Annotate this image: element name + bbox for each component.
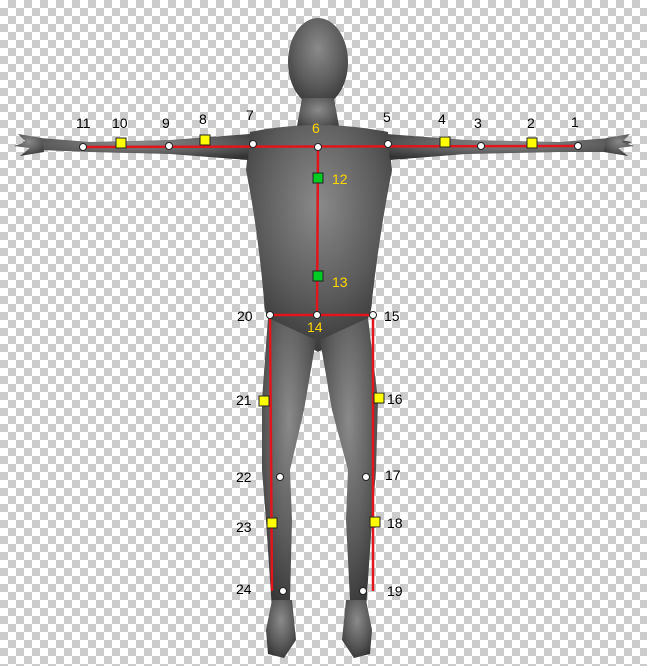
joint-1-joint xyxy=(575,143,582,150)
joint-13-green-marker xyxy=(313,271,323,281)
joint-17-joint xyxy=(363,474,370,481)
joint-label-22: 22 xyxy=(236,469,252,485)
joint-2-yellow-marker xyxy=(527,138,537,148)
joint-label-21: 21 xyxy=(236,392,252,408)
joint-21-yellow-marker xyxy=(259,396,269,406)
right-leg xyxy=(320,318,378,610)
joint-3-joint xyxy=(478,143,485,150)
joint-12-green-marker xyxy=(313,173,323,183)
joint-22-joint xyxy=(277,474,284,481)
left-hand xyxy=(14,134,44,156)
bone-6-14 xyxy=(317,147,318,315)
joint-label-8: 8 xyxy=(199,111,207,127)
joint-label-12: 12 xyxy=(332,171,348,187)
bone-11-1 xyxy=(83,146,578,147)
joint-label-11: 11 xyxy=(76,115,91,131)
joint-24-joint xyxy=(280,588,287,595)
joint-label-3: 3 xyxy=(474,115,482,131)
joint-label-10: 10 xyxy=(112,115,128,131)
joint-label-17: 17 xyxy=(385,467,401,483)
joint-16-yellow-marker xyxy=(374,393,384,403)
joint-label-13: 13 xyxy=(332,274,348,290)
joint-label-9: 9 xyxy=(162,115,170,131)
joint-6-joint xyxy=(315,144,322,151)
joint-label-14: 14 xyxy=(307,319,323,335)
human-body-figure xyxy=(14,18,634,658)
joint-label-16: 16 xyxy=(387,391,403,407)
joint-4-yellow-marker xyxy=(440,137,450,147)
joint-19-joint xyxy=(360,588,367,595)
joint-20-joint xyxy=(267,312,274,319)
right-hand xyxy=(604,134,634,156)
head xyxy=(288,18,348,106)
joint-11-joint xyxy=(80,144,87,151)
joint-10-yellow-marker xyxy=(116,138,126,148)
joint-15-joint xyxy=(370,312,377,319)
joint-5-joint xyxy=(385,141,392,148)
joint-label-7: 7 xyxy=(246,107,254,123)
joint-label-5: 5 xyxy=(383,109,391,125)
right-foot xyxy=(342,600,372,658)
joint-14-joint xyxy=(314,312,321,319)
joint-7-joint xyxy=(250,141,257,148)
left-foot xyxy=(266,600,296,658)
joint-label-15: 15 xyxy=(384,308,400,324)
joint-label-23: 23 xyxy=(236,519,252,535)
joint-label-2: 2 xyxy=(527,115,535,131)
joint-label-6: 6 xyxy=(312,120,320,136)
joint-label-24: 24 xyxy=(236,581,252,597)
joint-label-1: 1 xyxy=(571,114,579,130)
joint-label-19: 19 xyxy=(387,583,403,599)
joint-23-yellow-marker xyxy=(267,518,277,528)
joint-label-20: 20 xyxy=(237,308,253,324)
joint-label-18: 18 xyxy=(387,515,403,531)
joint-label-4: 4 xyxy=(438,111,446,127)
joint-9-joint xyxy=(166,143,173,150)
joint-18-yellow-marker xyxy=(370,517,380,527)
joint-8-yellow-marker xyxy=(200,135,210,145)
